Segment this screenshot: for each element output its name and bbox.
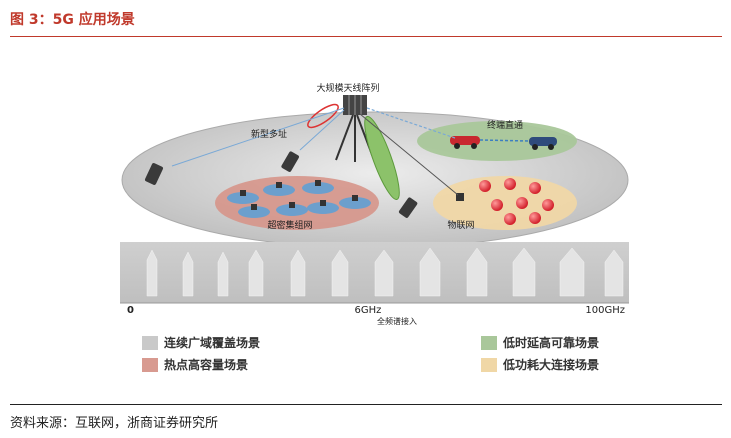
iot-device-nodes: [479, 178, 554, 225]
source-divider: [10, 404, 722, 405]
blue-car-icon: [529, 137, 557, 150]
legend-item-massive-connection: 低功耗大连接场景: [481, 356, 599, 373]
link-to-left-phone: [171, 107, 345, 167]
figure-title: 图 3：5G 应用场景: [10, 12, 135, 28]
red-beam: [307, 103, 339, 129]
phone-right-icon: [398, 197, 418, 218]
legend-label: 连续广域覆盖场景: [164, 336, 261, 350]
d2d-link: [479, 139, 530, 142]
source-note: 资料来源：互联网，浙商证券研究所: [10, 416, 219, 431]
legend-label: 热点高容量场景: [164, 358, 249, 372]
new-multi-address-label: 新型多址: [251, 128, 287, 140]
small-cell-cluster: [227, 182, 371, 218]
iot-label: 物联网: [447, 219, 474, 231]
legend-swatch: [481, 357, 497, 372]
iot-gateway-icon: [456, 193, 464, 201]
d2d-label: 终端直通: [487, 119, 523, 131]
small-cell-towers: [240, 180, 358, 210]
iot-zone: [433, 176, 577, 230]
legend-item-continuous-coverage: 连续广域覆盖场景: [142, 334, 260, 351]
spectrum-band: [120, 242, 629, 303]
green-beam: [364, 116, 400, 200]
legend-swatch: [142, 357, 158, 372]
title-divider: [10, 36, 722, 37]
spectrum-caption: 全频谱接入: [377, 316, 417, 326]
legend-label: 低时延高可靠场景: [503, 336, 600, 350]
phone-left-icon: [144, 163, 164, 185]
link-to-iot: [359, 113, 459, 196]
link-to-d2d: [366, 107, 456, 139]
legend-swatch: [142, 335, 158, 350]
spectrum-mid-label: 6GHz: [355, 305, 382, 316]
ultra-dense-label: 超密集组网: [267, 219, 312, 231]
red-car-icon: [450, 136, 480, 149]
legend-label: 低功耗大连接场景: [503, 358, 600, 372]
antenna-label: 大规模天线阵列: [316, 82, 379, 94]
legend-item-low-latency: 低时延高可靠场景: [481, 334, 599, 351]
legend-item-hotspot-capacity: 热点高容量场景: [142, 356, 248, 373]
spectrum-arrows: [146, 247, 624, 297]
link-to-mid-phone: [299, 109, 345, 151]
spectrum-end-label: 100GHz: [585, 305, 625, 316]
spectrum-start-label: 0: [127, 305, 134, 316]
phone-mid-icon: [281, 151, 299, 172]
legend-swatch: [481, 335, 497, 350]
